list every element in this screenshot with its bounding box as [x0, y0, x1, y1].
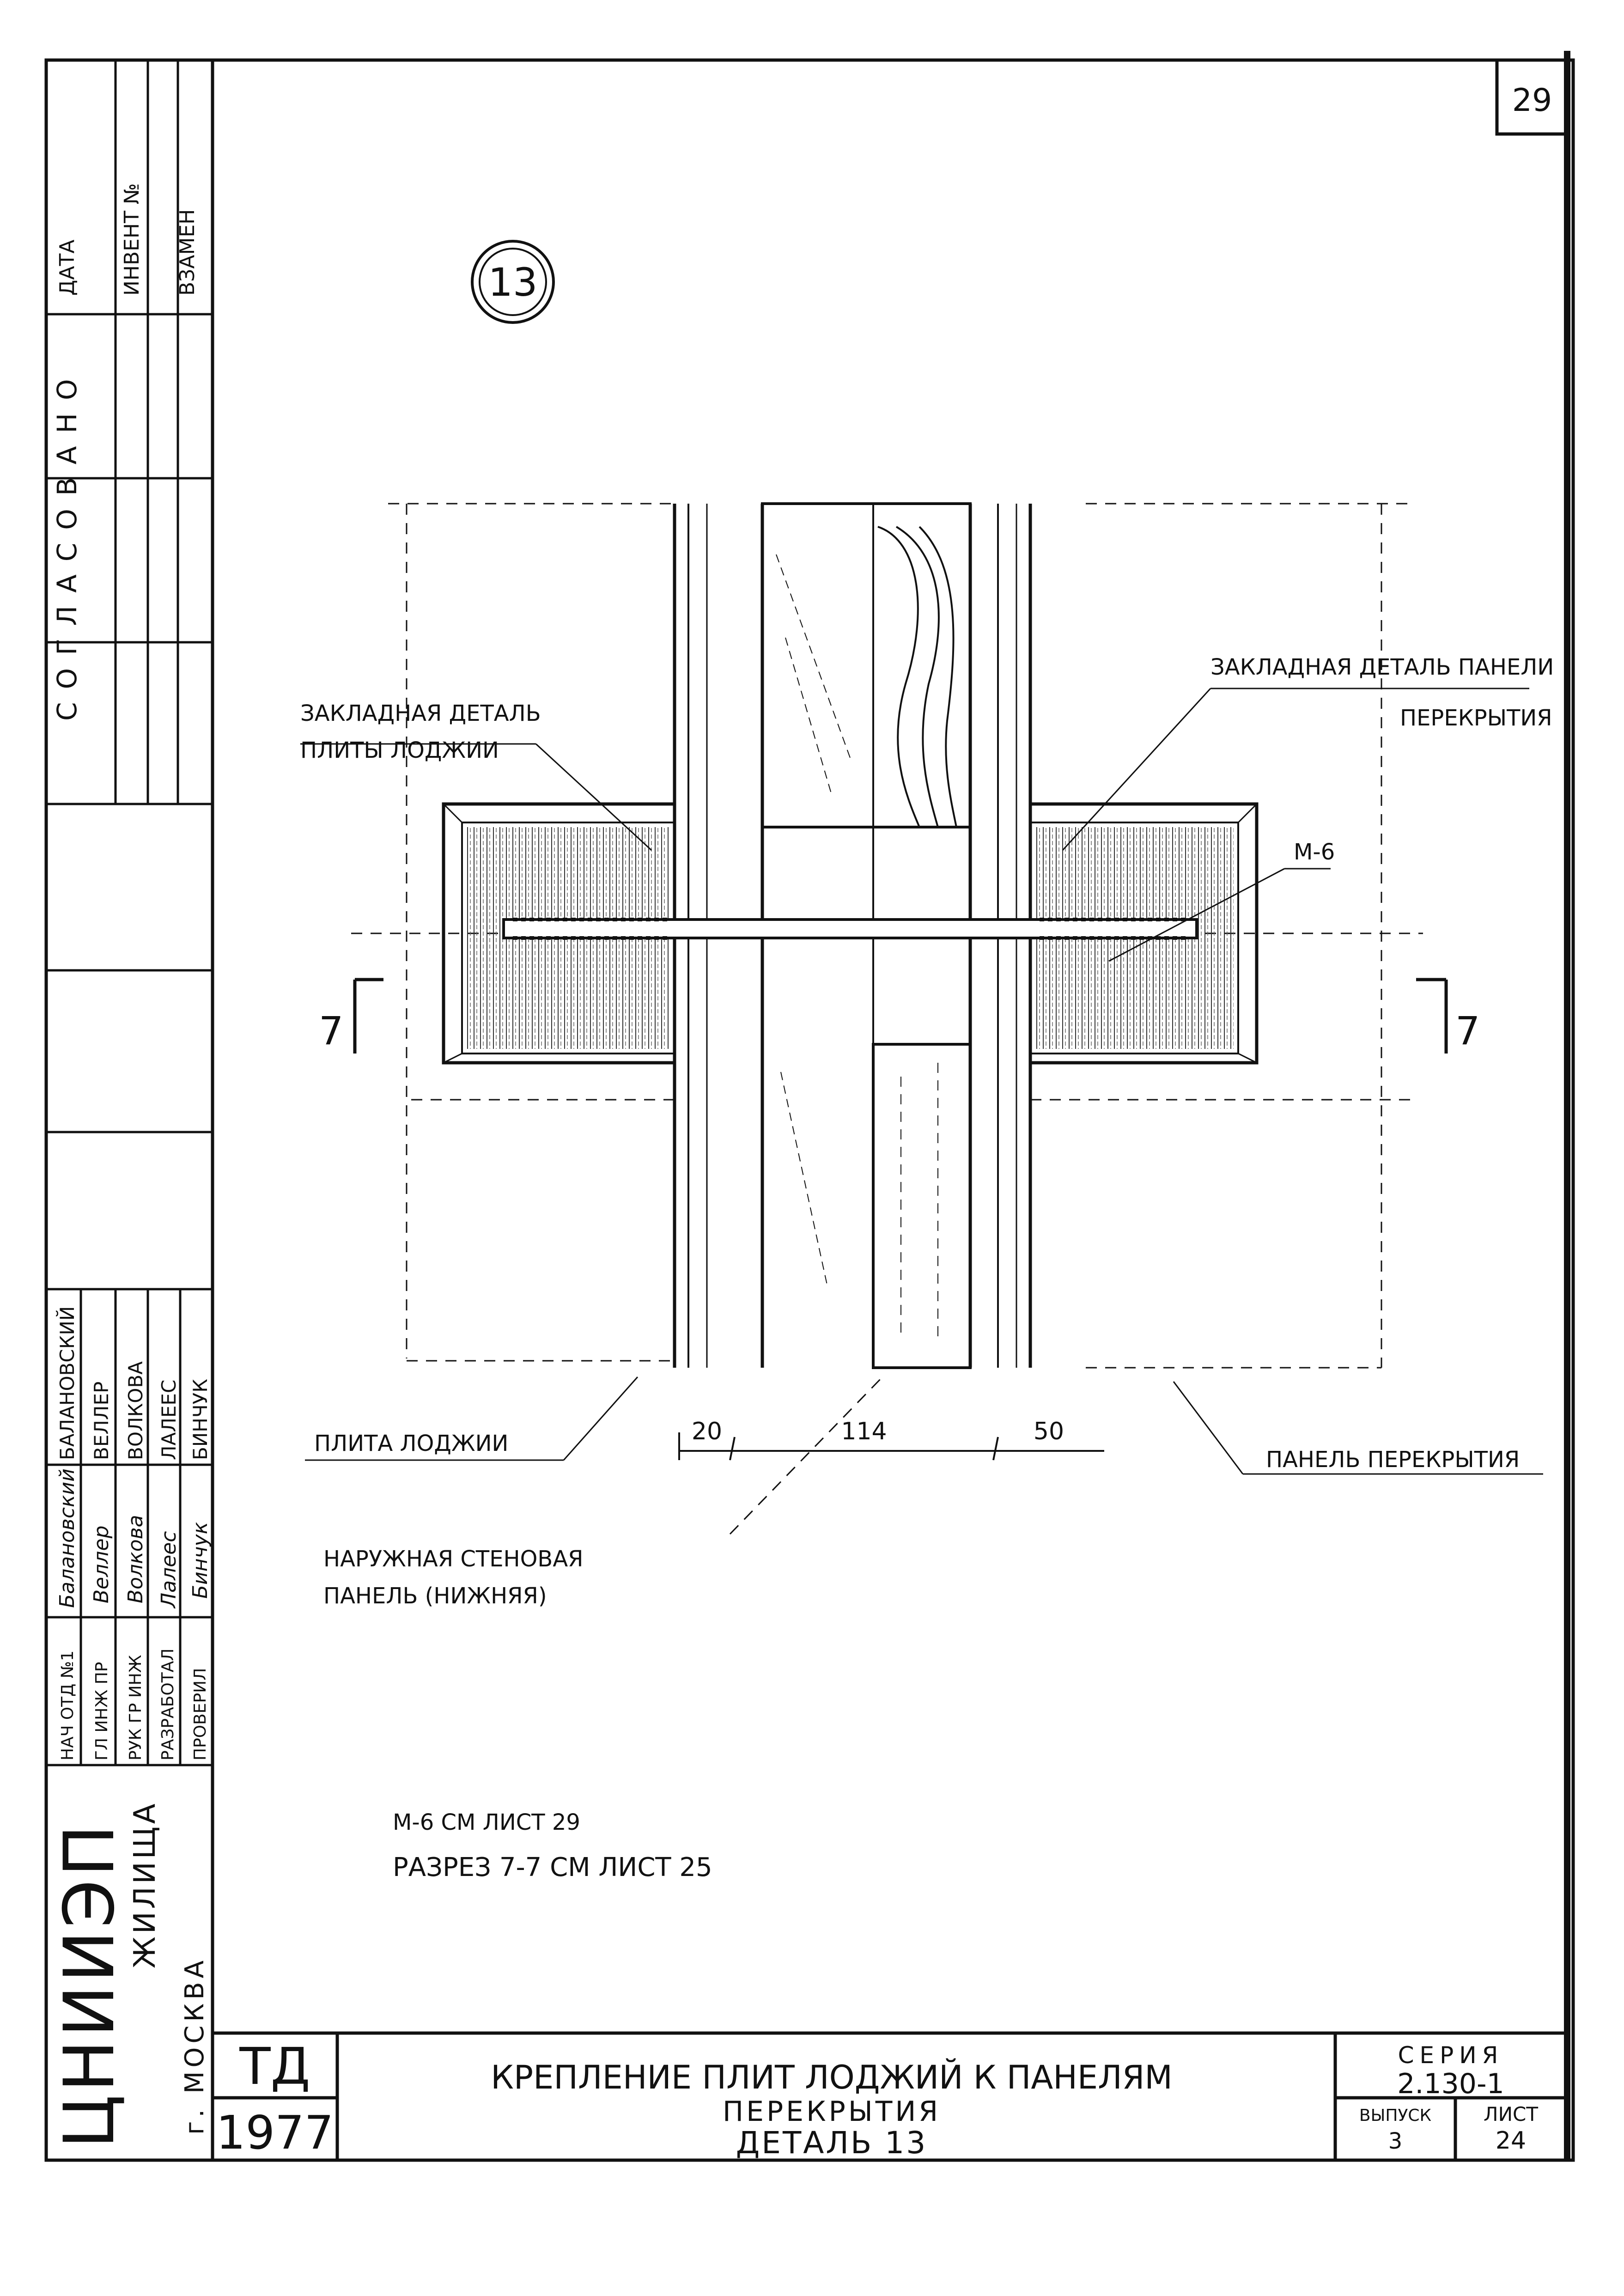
stamp-column-replaces: ВЗАМЕН [176, 209, 199, 296]
label-wall-panel-2: ПАНЕЛЬ (НИЖНЯЯ) [323, 1583, 547, 1609]
label-floor-panel: ПАНЕЛЬ ПЕРЕКРЫТИЯ [1266, 1447, 1520, 1473]
title-line-1: КРЕПЛЕНИЕ ПЛИТ ЛОДЖИЙ К ПАНЕЛЯМ [491, 2058, 1173, 2096]
role-developer: РАЗРАБОТАЛ [158, 1649, 177, 1760]
lower-core-block [780, 1043, 972, 1369]
signature-3: Волкова [124, 1515, 147, 1603]
org-city: г. МОСКВА [180, 1957, 210, 2135]
signature-5: Бинчук [189, 1522, 212, 1599]
signature-1: Балановский [55, 1468, 79, 1608]
signature-4: Лалеес [157, 1531, 181, 1609]
stamp-agreed: СОГЛАСОВАНО [51, 366, 83, 721]
name-1: БАЛАНОВСКИЙ [55, 1306, 79, 1460]
leader-lines [300, 688, 1543, 1535]
name-3: ВОЛКОВА [124, 1361, 147, 1460]
series-label: СЕРИЯ [1398, 2042, 1504, 2069]
detail-number: 13 [488, 260, 538, 305]
upper-core-block [761, 502, 972, 828]
stamp-roles: НАЧ ОТД №1 ГЛ ИНЖ ПР РУК ГР ИНЖ РАЗРАБОТ… [58, 1649, 210, 1760]
note-2: РАЗРЕЗ 7-7 СМ ЛИСТ 25 [393, 1852, 712, 1882]
sheet-frame [44, 51, 1575, 2162]
stamp-column-date: ДАТА [55, 240, 79, 296]
section-mark-left: 7 [319, 978, 383, 1054]
connector-bar [502, 918, 1198, 940]
title-block-grid [213, 2031, 1567, 2160]
section-label-left: 7 [319, 1008, 343, 1054]
label-loggia-slab: ПЛИТА ЛОДЖИИ [314, 1431, 508, 1456]
name-2: ВЕЛЛЕР [90, 1382, 113, 1460]
stamp-column-inventory: ИНВЕНТ № [120, 183, 144, 296]
title-line-3: ДЕТАЛЬ 13 [736, 2125, 928, 2161]
series-value: 2.130-1 [1397, 2068, 1504, 2100]
title-line-2: ПЕРЕКРЫТИЯ [723, 2095, 941, 2128]
role-head-dept: НАЧ ОТД №1 [58, 1650, 77, 1760]
label-m6: М-6 [1294, 839, 1335, 865]
role-group-lead: РУК ГР ИНЖ [126, 1655, 145, 1760]
label-embedded-left-1: ЗАКЛАДНАЯ ДЕТАЛЬ [300, 700, 541, 726]
role-chief-engineer: ГЛ ИНЖ ПР [92, 1662, 111, 1760]
section-label-right: 7 [1455, 1008, 1480, 1054]
corner-sheet-number: 29 [1512, 82, 1552, 119]
label-wall-panel-1: НАРУЖНАЯ СТЕНОВАЯ [323, 1546, 584, 1572]
label-embedded-right-1: ЗАКЛАДНАЯ ДЕТАЛЬ ПАНЕЛИ [1210, 654, 1554, 680]
notes: М-6 СМ ЛИСТ 29 РАЗРЕЗ 7-7 СМ ЛИСТ 25 [393, 1809, 712, 1882]
section-mark-right: 7 [1416, 978, 1480, 1054]
note-1: М-6 СМ ЛИСТ 29 [393, 1809, 580, 1835]
stamp-signatures: Балановский Веллер Волкова Лалеес Бинчук [55, 1468, 212, 1609]
issue-value: 3 [1388, 2128, 1403, 2154]
org-sub: ЖИЛИЩА [128, 1801, 162, 1968]
issue-label: ВЫПУСК [1359, 2106, 1431, 2125]
stamp-names: БАЛАНОВСКИЙ ВЕЛЛЕР ВОЛКОВА ЛАЛЕЕС БИНЧУК [55, 1306, 212, 1460]
signature-2: Веллер [90, 1525, 113, 1603]
dimension-line: 20 114 50 [678, 1418, 1104, 1461]
name-4: ЛАЛЕЕС [158, 1380, 180, 1460]
sheet-label: ЛИСТ [1484, 2103, 1538, 2125]
annotations: ЗАКЛАДНАЯ ДЕТАЛЬ ПЛИТЫ ЛОДЖИИ ЗАКЛАДНАЯ … [300, 654, 1554, 1609]
sheet-value: 24 [1496, 2127, 1526, 2155]
label-embedded-left-2: ПЛИТЫ ЛОДЖИИ [300, 737, 499, 763]
name-5: БИНЧУК [189, 1379, 212, 1460]
label-embedded-right-2: ПЕРЕКРЫТИЯ [1400, 705, 1552, 731]
dimension-20: 20 [692, 1418, 722, 1445]
dimension-114: 114 [841, 1418, 887, 1445]
title-code: ТД [239, 2037, 310, 2096]
detail-number-badge: 13 [471, 240, 555, 324]
corner-sheet-box: 29 [1495, 58, 1569, 136]
side-stamp-grid [46, 60, 213, 1766]
dimension-50: 50 [1034, 1418, 1064, 1445]
role-checker: ПРОВЕРИЛ [191, 1668, 210, 1760]
org-main: ЦНИИЭП [49, 1822, 130, 2149]
title-year: 1977 [216, 2106, 334, 2160]
